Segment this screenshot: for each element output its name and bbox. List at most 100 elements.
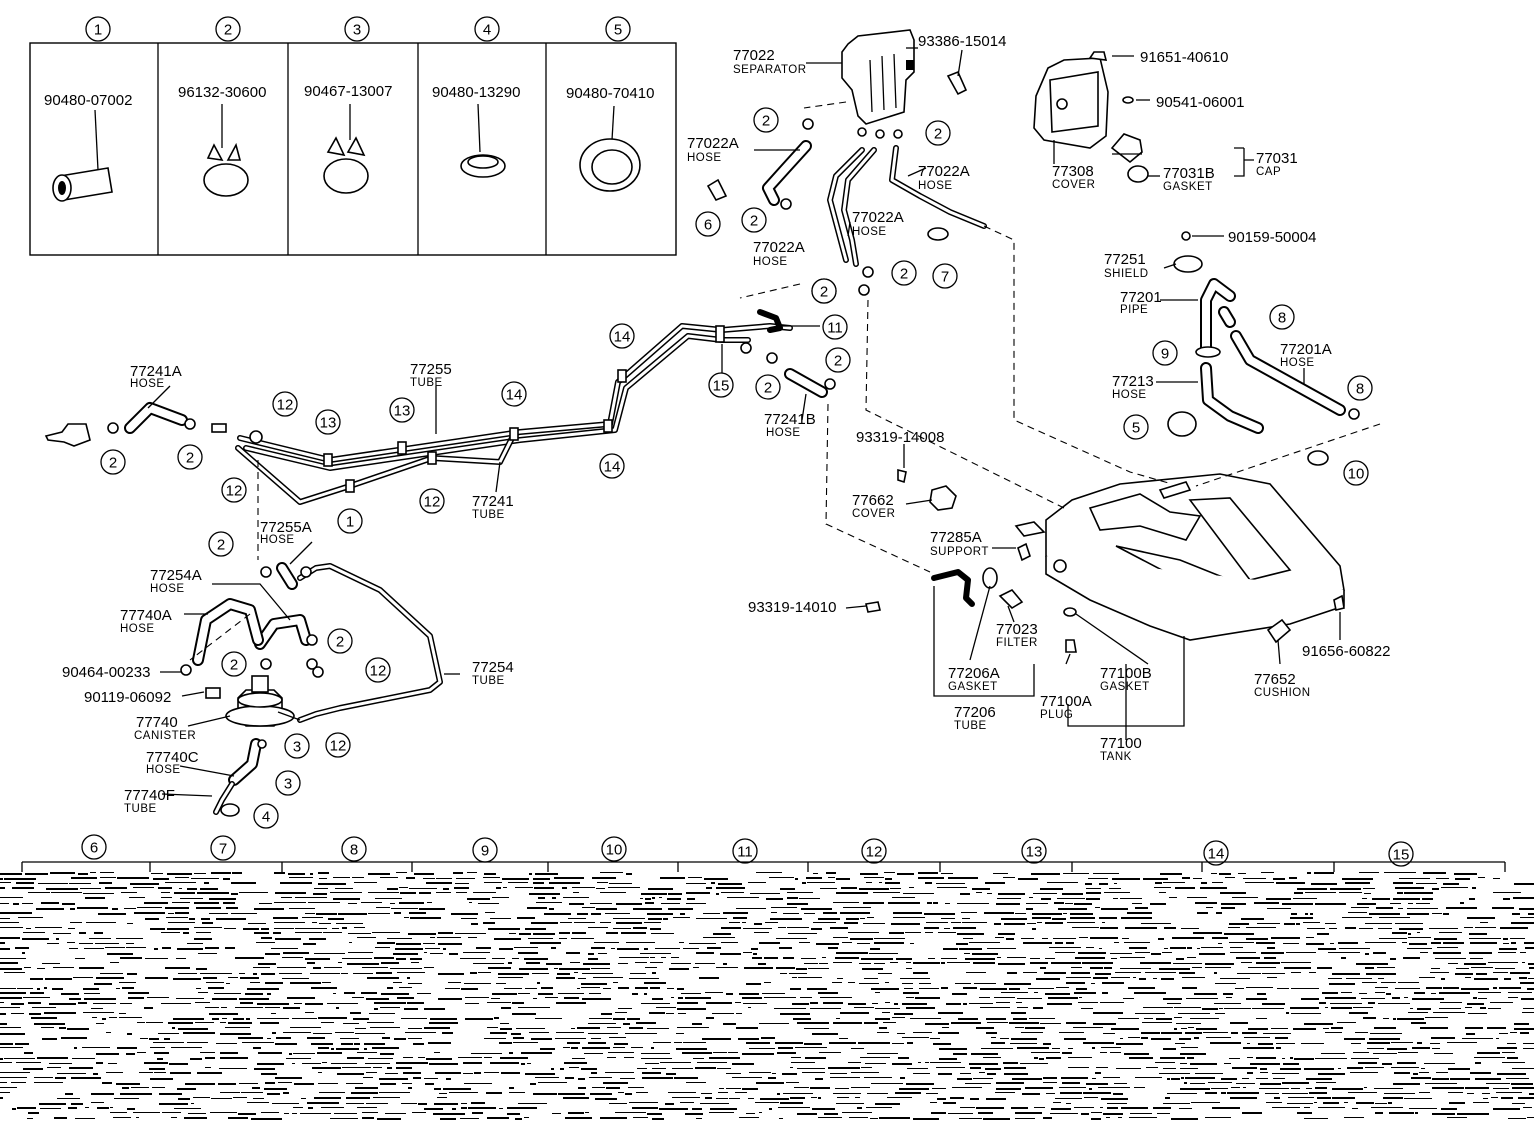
callout-12: 12	[419, 488, 445, 514]
label-77308: 77308	[1052, 163, 1094, 180]
kit-header-1-number: 1	[94, 22, 102, 39]
label-77023: 77023	[996, 621, 1038, 638]
callout-number: 2	[900, 266, 908, 283]
name-cap: CAP	[1256, 166, 1281, 178]
name-cover-77308: COVER	[1052, 179, 1095, 191]
label-77740f: 77740F	[124, 787, 175, 804]
label-77740c: 77740C	[146, 749, 199, 766]
callout-3: 3	[275, 770, 301, 796]
kit-table: 1 2 3 4 5 90480-07002 96132-30600 90467-…	[29, 16, 677, 256]
label-77031: 77031	[1256, 150, 1298, 167]
leader-lines	[147, 47, 1341, 797]
svg-text:8: 8	[350, 842, 358, 859]
name-hose-77255a: HOSE	[260, 534, 295, 546]
callout-number: 12	[226, 483, 243, 500]
callout-number: 5	[1132, 420, 1140, 437]
callout-number: 9	[1161, 346, 1169, 363]
label-77285a: 77285A	[930, 529, 982, 546]
callout-2: 2	[741, 207, 767, 233]
kit-header-5: 5	[605, 16, 631, 42]
callout-2: 2	[177, 444, 203, 470]
kit-header-4-number: 4	[483, 22, 491, 39]
callout-number: 2	[217, 537, 225, 554]
bottom-header-8: 8	[341, 836, 367, 862]
name-hose-77213: HOSE	[1112, 389, 1147, 401]
label-77022: 77022	[733, 47, 775, 64]
label-77241: 77241	[472, 493, 514, 510]
callout-7: 7	[932, 263, 958, 289]
name-hose-77022a-4: HOSE	[753, 256, 788, 268]
callout-13: 13	[315, 409, 341, 435]
callout-12: 12	[221, 477, 247, 503]
callout-number: 13	[320, 415, 337, 432]
bottom-header-15: 15	[1388, 841, 1414, 867]
name-tank: TANK	[1100, 751, 1132, 763]
callout-number: 15	[713, 378, 730, 395]
name-tube-77254: TUBE	[472, 675, 505, 687]
label-77022a-2: 77022A	[918, 163, 970, 180]
svg-text:10: 10	[606, 842, 623, 859]
kit-header-2: 2	[215, 16, 241, 42]
name-gasket-77206a: GASKET	[948, 681, 998, 693]
name-hose-77740a: HOSE	[120, 623, 155, 635]
name-separator: SEPARATOR	[733, 64, 807, 76]
callout-4: 4	[253, 803, 279, 829]
callout-number: 7	[941, 269, 949, 286]
callout-circles: 2262272211152214141412131322121128985102…	[100, 107, 1373, 829]
callout-number: 2	[109, 455, 117, 472]
svg-text:11: 11	[737, 844, 753, 861]
callout-5: 5	[1123, 414, 1149, 440]
label-77740a: 77740A	[120, 607, 172, 624]
filler-assembly	[1033, 51, 1360, 466]
callout-10: 10	[1343, 460, 1369, 486]
svg-text:13: 13	[1026, 844, 1043, 861]
callout-2: 2	[825, 347, 851, 373]
label-77662: 77662	[852, 492, 894, 509]
name-canister: CANISTER	[134, 730, 196, 742]
callout-12: 12	[365, 657, 391, 683]
name-hose-77022a-3: HOSE	[852, 226, 887, 238]
callout-number: 13	[394, 403, 411, 420]
label-91656-60822: 91656-60822	[1302, 643, 1390, 660]
callout-9: 9	[1152, 340, 1178, 366]
callout-number: 12	[277, 397, 294, 414]
plug-cap-drawing	[460, 103, 506, 178]
label-77241a: 77241A	[130, 363, 182, 380]
callout-2: 2	[891, 260, 917, 286]
callout-11: 11	[822, 314, 848, 340]
name-tube-77206: TUBE	[954, 720, 987, 732]
kit-part-4: 90480-13290	[432, 84, 520, 101]
callout-3: 3	[284, 733, 310, 759]
bottom-header-13: 13	[1021, 838, 1047, 864]
callout-number: 2	[820, 284, 828, 301]
callout-number: 10	[1348, 466, 1365, 483]
name-hose-77241a: HOSE	[130, 378, 165, 390]
label-77254a: 77254A	[150, 567, 202, 584]
bottom-header-14: 14	[1203, 840, 1229, 866]
hose-clamp-drawing	[203, 104, 249, 197]
name-tube-77241: TUBE	[472, 509, 505, 521]
label-93386-15014: 93386-15014	[918, 33, 1006, 50]
svg-text:7: 7	[219, 841, 227, 858]
label-77206a: 77206A	[948, 665, 1000, 682]
callout-number: 8	[1278, 310, 1286, 327]
label-77201a: 77201A	[1280, 341, 1332, 358]
label-91651-40610: 91651-40610	[1140, 49, 1228, 66]
name-hose-77241b: HOSE	[766, 427, 801, 439]
name-plug: PLUG	[1040, 709, 1073, 721]
name-cushion: CUSHION	[1254, 687, 1311, 699]
name-hose-77740c: HOSE	[146, 764, 181, 776]
callout-2: 2	[811, 278, 837, 304]
callout-12: 12	[325, 732, 351, 758]
callout-6: 6	[695, 211, 721, 237]
svg-text:12: 12	[866, 844, 883, 861]
label-90541-06001: 90541-06001	[1156, 94, 1244, 111]
callout-number: 2	[186, 450, 194, 467]
name-hose-77201a: HOSE	[1280, 357, 1315, 369]
name-hose-77022a-1: HOSE	[687, 152, 722, 164]
name-pipe: PIPE	[1120, 304, 1148, 316]
label-77255: 77255	[410, 361, 452, 378]
callout-number: 3	[284, 776, 292, 793]
callout-2: 2	[327, 628, 353, 654]
